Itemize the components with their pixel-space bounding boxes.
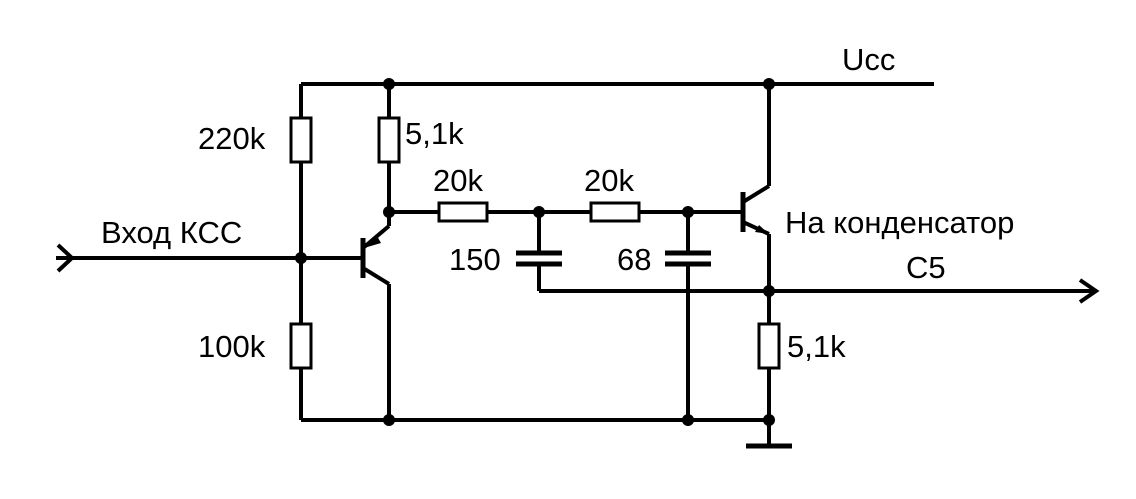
resistor-bias-top [289, 116, 313, 164]
capacitor-filter-1-label: 150 [449, 242, 501, 277]
junction-dot [763, 285, 775, 297]
junction-dot [533, 206, 545, 218]
junction-dot [682, 206, 694, 218]
resistor-filter-2 [589, 201, 641, 223]
supply-label: Ucc [842, 42, 895, 77]
output-wire [769, 278, 1100, 304]
junction-dot [682, 414, 694, 426]
resistor-bias-bottom [289, 322, 313, 370]
junction-dot [383, 414, 395, 426]
resistor-filter-1 [437, 201, 489, 223]
resistor-filter-1-label: 20k [433, 163, 483, 198]
junction-dot [295, 252, 307, 264]
transistor-q1 [360, 224, 391, 286]
junction-dot [763, 414, 775, 426]
input-wire [56, 243, 361, 273]
resistor-collector [377, 116, 401, 164]
capacitor-filter-2-label: 68 [617, 242, 651, 277]
junction-dot [763, 78, 775, 90]
capacitor-filter-2 [665, 212, 711, 420]
resistor-bias-bottom-label: 100k [198, 329, 266, 364]
resistor-emitter-label: 5,1k [787, 329, 846, 364]
capacitor-filter-1 [516, 212, 769, 293]
resistor-emitter [757, 322, 781, 370]
junction-dot [383, 206, 395, 218]
input-label: Вход КСС [101, 215, 242, 250]
resistor-filter-2-label: 20k [584, 163, 634, 198]
output-label-line2: С5 [906, 250, 946, 285]
output-label-line1: На конденсатор [785, 205, 1014, 240]
junction-dot [383, 78, 395, 90]
resistor-bias-top-label: 220k [198, 121, 266, 156]
resistor-collector-label: 5,1k [405, 116, 464, 151]
transistor-q2 [740, 184, 771, 236]
